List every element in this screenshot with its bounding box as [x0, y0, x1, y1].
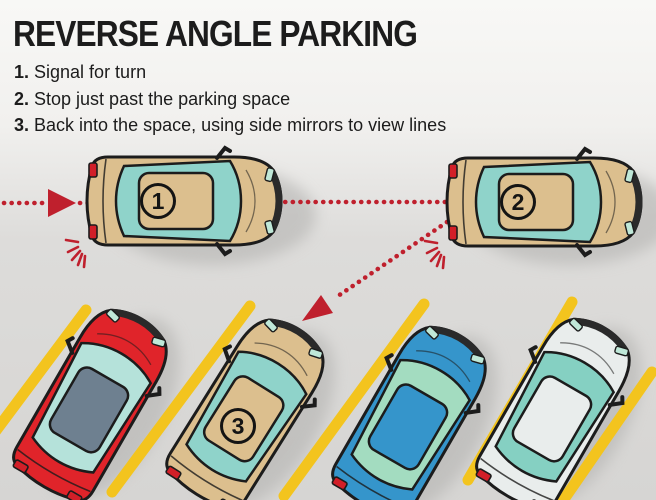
instruction-step-3: 3.Back into the space, using side mirror… [14, 112, 446, 139]
car-number-badge: 2 [500, 184, 536, 220]
parking-line [0, 304, 92, 435]
step-number: 1. [14, 62, 30, 82]
instruction-list: 1.Signal for turn 2.Stop just past the p… [14, 59, 446, 139]
arrow-down-left-icon [302, 295, 333, 321]
car-number-badge: 1 [140, 183, 176, 219]
svg-text:3: 3 [232, 413, 245, 439]
svg-text:2: 2 [512, 189, 525, 215]
instruction-step-1: 1.Signal for turn [14, 59, 446, 86]
car-number-badge: 3 [220, 408, 256, 444]
turn-signal-flash-icon [423, 239, 446, 270]
instruction-step-2: 2.Stop just past the parking space [14, 86, 446, 113]
parking-line [556, 366, 656, 500]
parking-line [278, 298, 430, 500]
arrow-right-icon [48, 189, 76, 217]
svg-text:1: 1 [152, 188, 165, 214]
step-number: 2. [14, 88, 30, 109]
dotted-path-reverse [335, 219, 450, 299]
step-text: Stop just past the parking space [34, 88, 291, 109]
step-number: 3. [14, 115, 30, 135]
page-title: REVERSE ANGLE PARKING [13, 13, 418, 54]
step-text: Back into the space, using side mirrors … [34, 115, 447, 135]
parking-line [106, 300, 256, 498]
step-text: Signal for turn [34, 62, 147, 82]
turn-signal-flash-icon [64, 238, 87, 269]
car-2-stopped [447, 149, 641, 255]
car-1-moving [87, 148, 281, 254]
